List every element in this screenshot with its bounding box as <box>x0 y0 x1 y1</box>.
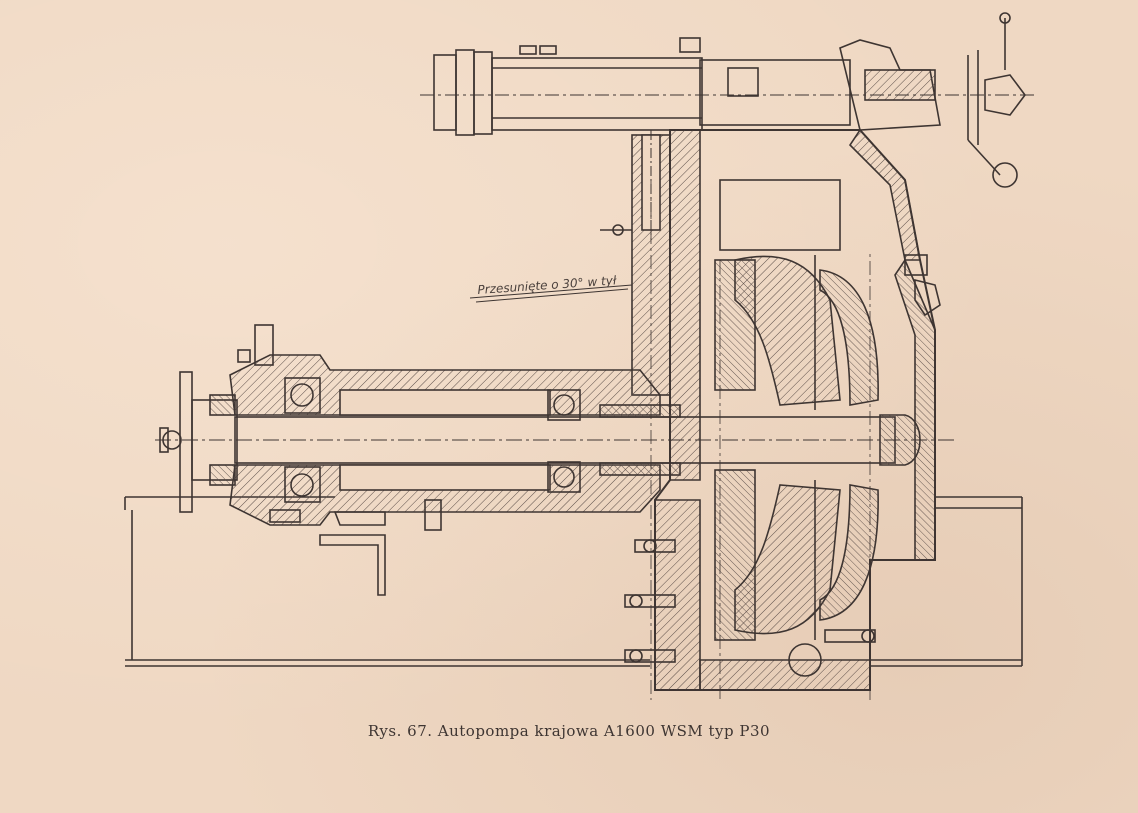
bearing-right <box>547 389 581 493</box>
control-lever-assembly <box>420 12 1035 188</box>
casing-bolts <box>269 254 941 677</box>
vertical-column <box>600 130 671 396</box>
mounting-bracket <box>319 511 386 596</box>
bearing-housing <box>229 354 681 526</box>
annotation-leader <box>469 284 633 303</box>
chassis-frame <box>124 496 1023 667</box>
impeller-upper <box>734 255 879 410</box>
pump-casing <box>654 128 936 691</box>
main-shaft <box>155 414 955 466</box>
impeller-lower <box>734 480 879 640</box>
bearing-left <box>284 377 321 503</box>
centerlines <box>650 180 871 700</box>
drive-coupling <box>159 324 274 513</box>
figure-caption: Rys. 67. Autopompa krajowa A1600 WSM typ… <box>367 722 771 740</box>
